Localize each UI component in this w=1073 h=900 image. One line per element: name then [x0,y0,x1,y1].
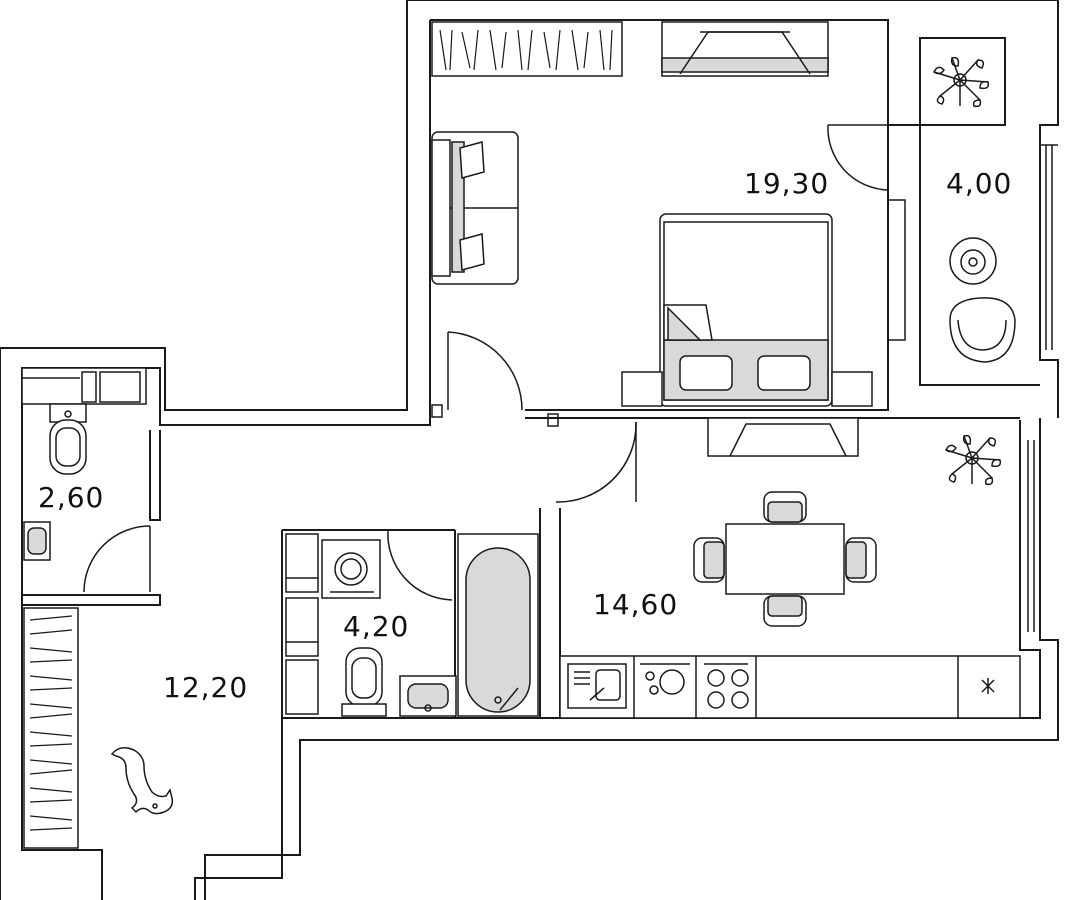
toilet-room-shelf [21,367,147,405]
doors [83,124,889,601]
area-labels: 19,30 4,00 2,60 12,20 4,20 14,60 [38,167,1012,704]
washing-machine [321,539,381,599]
sofa [431,131,519,285]
hallway-wardrobe [23,607,79,849]
toilet-sink [23,521,51,561]
kitchen-tv [707,417,859,457]
bathtub [457,533,539,717]
ventilation-icon [981,678,995,694]
toilet-bowl [49,403,87,475]
bathroom-sink [399,675,457,717]
bathroom-shelves [285,533,319,715]
plant-icon [945,434,1002,486]
plant-icon [933,56,990,108]
bed [621,213,873,407]
area-toilet: 2,60 [38,481,104,514]
bathroom-toilet [341,647,387,717]
area-hallway: 12,20 [163,671,248,704]
tv-stand [661,21,829,77]
area-living-room: 19,30 [744,167,829,200]
area-balcony: 4,00 [946,167,1012,200]
balcony-furniture [949,237,1016,363]
area-kitchen: 14,60 [593,588,678,621]
wardrobe [431,21,623,77]
dining-table [693,491,877,627]
cat-icon [110,747,174,815]
kitchen-counter [559,655,1021,719]
area-bathroom: 4,20 [343,610,409,643]
